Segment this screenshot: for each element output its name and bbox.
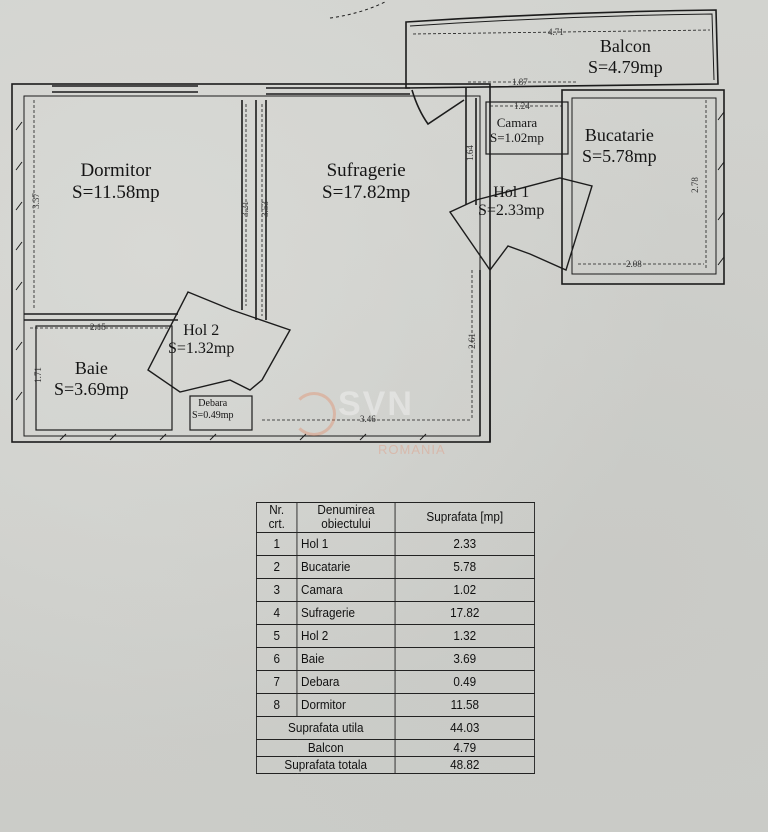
table-row: 4 Sufragerie 17.82 — [256, 600, 535, 625]
header-name: Denumirea obiectului — [296, 502, 396, 533]
room-area: S=2.33mp — [478, 202, 545, 220]
table-row: 7 Debara 0.49 — [256, 669, 535, 694]
dim-sufragerie-right: 2.61 — [466, 333, 477, 349]
header-nr: Nr. crt. — [256, 502, 298, 533]
table-header-row: Nr. crt. Denumirea obiectului Suprafata … — [256, 502, 535, 533]
row-nr: 6 — [256, 646, 298, 671]
room-area: S=17.82mp — [322, 181, 411, 203]
summary-label: Suprafata utila — [256, 715, 396, 740]
room-baie: Baie S=3.69mp — [54, 358, 129, 399]
row-area: 0.49 — [394, 669, 535, 694]
room-camara: Camara S=1.02mp — [490, 115, 544, 146]
table-row: 3 Camara 1.02 — [256, 577, 535, 602]
dim-hol1-height: 1.64 — [464, 145, 475, 161]
dim-baie-width: 2.15 — [90, 322, 106, 332]
row-area: 17.82 — [394, 600, 535, 625]
table-row: 8 Dormitor 11.58 — [256, 692, 535, 717]
room-area: S=1.32mp — [168, 340, 235, 358]
row-nr: 2 — [256, 554, 298, 579]
dim-sufragerie-left: 3.53 — [259, 201, 270, 217]
row-nr: 7 — [256, 669, 298, 694]
room-area: S=3.69mp — [54, 378, 129, 399]
room-name: Bucatarie — [584, 125, 654, 145]
dim-sufragerie-bottom: 3.46 — [360, 414, 376, 424]
room-hol-1: Hol 1 S=2.33mp — [478, 184, 544, 221]
row-name: Camara — [296, 577, 396, 602]
room-dormitor: Dormitor S=11.58mp — [72, 160, 160, 204]
row-nr: 3 — [256, 577, 298, 602]
room-bucatarie: Bucatarie S=5.78mp — [582, 125, 657, 166]
area-table: Nr. crt. Denumirea obiectului Suprafata … — [256, 502, 535, 774]
room-name: Hol 2 — [183, 322, 220, 339]
room-area: S=0.49mp — [192, 409, 234, 421]
room-name: Baie — [74, 358, 108, 378]
table-row: 2 Bucatarie 5.78 — [256, 554, 535, 579]
dim-dormitor-right: 3.21 — [239, 201, 250, 217]
table-row: 5 Hol 2 1.32 — [256, 623, 535, 648]
row-name: Hol 2 — [296, 623, 396, 648]
dim-balcon-width: 4.71 — [548, 27, 564, 37]
room-debara: Debara S=0.49mp — [192, 398, 233, 421]
summary-label: Suprafata totala — [256, 755, 396, 774]
dim-dormitor-height: 3.37 — [30, 193, 41, 209]
row-nr: 8 — [256, 692, 298, 717]
dim-camara-inner: 1.24 — [514, 101, 530, 111]
row-name: Sufragerie — [296, 600, 396, 625]
room-name: Balcon — [599, 36, 651, 56]
summary-row-usable: Suprafata utila 44.03 — [256, 715, 535, 740]
room-name: Debara — [198, 398, 228, 409]
row-area: 3.69 — [394, 646, 535, 671]
room-name: Hol 1 — [493, 184, 530, 201]
dim-bucatarie-width: 2.08 — [626, 259, 642, 269]
room-area: S=11.58mp — [72, 181, 160, 203]
row-area: 1.02 — [394, 577, 535, 602]
summary-row-balcony: Balcon 4.79 — [256, 738, 535, 757]
row-name: Hol 1 — [296, 531, 396, 556]
table-row: 1 Hol 1 2.33 — [256, 531, 535, 556]
row-name: Debara — [296, 669, 396, 694]
summary-area: 48.82 — [394, 755, 535, 774]
summary-area: 44.03 — [394, 715, 535, 740]
floor-plan-drawing — [11, 1, 725, 443]
row-name: Bucatarie — [296, 554, 396, 579]
row-area: 11.58 — [394, 692, 535, 717]
dim-bucatarie-height: 2.78 — [689, 177, 700, 193]
watermark-subtext: ROMANIA — [378, 442, 446, 457]
row-name: Baie — [296, 646, 396, 671]
room-hol-2: Hol 2 S=1.32mp — [168, 322, 234, 359]
watermark-logo-icon — [292, 392, 336, 436]
room-name: Sufragerie — [326, 160, 406, 181]
watermark-text: SVN — [338, 385, 414, 423]
room-name: Dormitor — [80, 160, 152, 181]
header-area: Suprafata [mp] — [394, 502, 535, 533]
room-sufragerie: Sufragerie S=17.82mp — [322, 160, 410, 204]
row-nr: 4 — [256, 600, 298, 625]
table-row: 6 Baie 3.69 — [256, 646, 535, 671]
room-area: S=4.79mp — [588, 56, 663, 77]
summary-area: 4.79 — [394, 738, 535, 757]
row-nr: 5 — [256, 623, 298, 648]
dim-camara-top: 1.87 — [512, 77, 528, 87]
room-name: Camara — [496, 115, 538, 130]
summary-label: Balcon — [256, 738, 396, 757]
row-nr: 1 — [256, 531, 298, 556]
row-area: 5.78 — [394, 554, 535, 579]
row-area: 1.32 — [394, 623, 535, 648]
room-balcon: Balcon S=4.79mp — [588, 36, 663, 77]
summary-row-total: Suprafata totala 48.82 — [256, 755, 535, 774]
room-area: S=5.78mp — [582, 145, 657, 166]
row-name: Dormitor — [296, 692, 396, 717]
row-area: 2.33 — [394, 531, 535, 556]
dim-baie-height: 1.71 — [32, 367, 43, 383]
room-area: S=1.02mp — [490, 129, 544, 145]
